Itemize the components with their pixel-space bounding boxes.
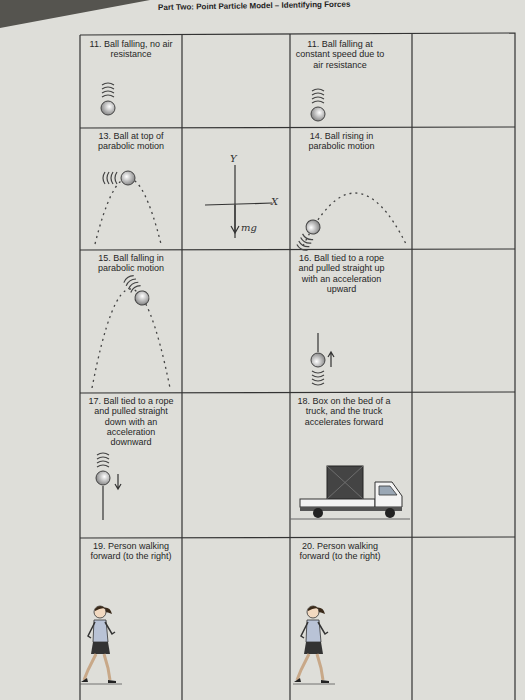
ball-circle bbox=[304, 218, 323, 237]
prompt-cell: 17. Ball tied to a rope and pulled strai… bbox=[85, 396, 177, 448]
motion-line bbox=[102, 91, 114, 93]
ball bbox=[96, 453, 110, 485]
prompt-text: 13. Ball at top of parabolic motion bbox=[85, 131, 177, 152]
motion-line bbox=[312, 383, 324, 385]
prompt-text: 15. Ball falling in parabolic motion bbox=[85, 253, 177, 274]
table-grid bbox=[80, 33, 515, 700]
walking-person bbox=[293, 606, 335, 684]
walking-person bbox=[80, 606, 122, 684]
motion-line bbox=[107, 172, 109, 184]
parabola-paths bbox=[92, 178, 407, 388]
motion-line bbox=[97, 461, 109, 463]
ball-circle bbox=[311, 107, 325, 121]
axes-sketch bbox=[205, 165, 272, 238]
motion-line bbox=[312, 375, 324, 377]
prompt-cell: 20. Person walking forward (to the right… bbox=[294, 541, 386, 562]
prompt-cell: 13. Ball at top of parabolic motion bbox=[85, 131, 177, 152]
prompt-cell: 11. Ball falling, no air resistance bbox=[85, 39, 177, 60]
prompt-cell: 15. Ball falling in parabolic motion bbox=[85, 253, 177, 274]
motion-line bbox=[97, 453, 109, 455]
prompt-cell: 14. Ball rising in parabolic motion bbox=[294, 131, 389, 152]
motion-line bbox=[97, 465, 109, 467]
motion-line bbox=[312, 379, 324, 381]
handwritten-label: mg bbox=[241, 222, 257, 233]
handwritten-label: X bbox=[271, 196, 278, 207]
ball bbox=[311, 89, 325, 121]
motion-line bbox=[312, 101, 324, 103]
motion-line bbox=[102, 95, 114, 97]
motion-line bbox=[296, 244, 308, 251]
prompt-cell: 16. Ball tied to a rope and pulled strai… bbox=[294, 253, 389, 294]
prompt-text: 14. Ball rising in parabolic motion bbox=[294, 131, 389, 152]
ball bbox=[295, 218, 322, 253]
prompt-text: 19. Person walking forward (to the right… bbox=[85, 541, 177, 562]
motion-line bbox=[115, 172, 117, 184]
motion-line bbox=[111, 172, 113, 184]
prompt-text: 11. Ball falling at constant speed due t… bbox=[294, 39, 386, 70]
prompt-text: 16. Ball tied to a rope and pulled strai… bbox=[294, 253, 389, 294]
ball-circle bbox=[132, 288, 151, 307]
prompt-text: 18. Box on the bed of a truck, and the t… bbox=[294, 396, 394, 427]
prompt-text: 20. Person walking forward (to the right… bbox=[294, 541, 386, 562]
motion-line bbox=[312, 371, 324, 373]
truck bbox=[290, 466, 410, 519]
prompt-text: 11. Ball falling, no air resistance bbox=[85, 39, 177, 60]
prompt-cell: 18. Box on the bed of a truck, and the t… bbox=[294, 396, 394, 427]
prompt-cell: 11. Ball falling at constant speed due t… bbox=[294, 39, 386, 70]
handwritten-label: Y bbox=[230, 153, 237, 164]
ball-circle bbox=[96, 471, 110, 485]
ball bbox=[122, 274, 152, 308]
worksheet-title: Part Two: Point Particle Model – Identif… bbox=[158, 0, 350, 12]
table-surface bbox=[0, 0, 150, 28]
ball bbox=[311, 353, 325, 385]
ball-circle bbox=[121, 171, 135, 185]
motion-line bbox=[102, 87, 114, 89]
motion-line bbox=[312, 89, 324, 91]
ball bbox=[101, 83, 115, 115]
motion-line bbox=[312, 97, 324, 99]
ball-circle bbox=[101, 101, 115, 115]
motion-line bbox=[312, 93, 324, 95]
ball bbox=[103, 171, 135, 185]
ball-circle bbox=[311, 353, 325, 367]
prompt-text: 17. Ball tied to a rope and pulled strai… bbox=[85, 396, 177, 448]
motion-line bbox=[123, 274, 134, 283]
motion-line bbox=[97, 457, 109, 459]
motion-line bbox=[102, 83, 114, 85]
motion-line bbox=[103, 172, 105, 184]
prompt-cell: 19. Person walking forward (to the right… bbox=[85, 541, 177, 562]
